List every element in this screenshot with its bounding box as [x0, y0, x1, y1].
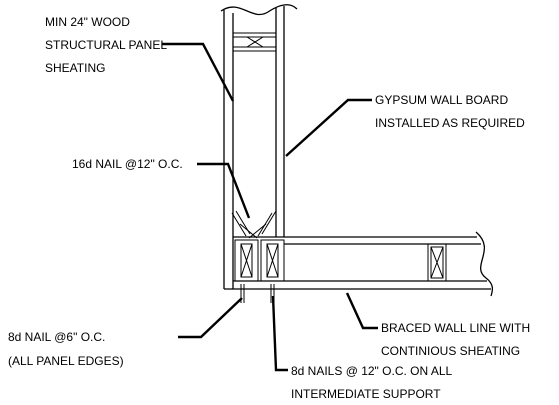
label-braced-wall: BRACED WALL LINE WITH CONTINIOUS SHEATIN… [381, 321, 530, 358]
label-8d-edge: 8d NAIL @6" O.C. (ALL PANEL EDGES) [8, 330, 124, 368]
label-gypsum-line2: INSTALLED AS REQUIRED [375, 116, 525, 130]
corner-stud-2 [260, 239, 285, 282]
label-sheathing-line1: MIN 24" WOOD [45, 15, 130, 29]
horizontal-wall [224, 231, 494, 297]
label-gypsum-line1: GYPSUM WALL BOARD [375, 93, 508, 107]
intermediate-stud [427, 244, 447, 281]
label-8d-edge-line1: 8d NAIL @6" O.C. [8, 330, 105, 344]
nail-16d-corner [231, 210, 277, 239]
leader-gypsum [285, 98, 372, 157]
label-gypsum: GYPSUM WALL BOARD INSTALLED AS REQUIRED [375, 93, 525, 130]
vertical-wall-break-line [220, 4, 298, 16]
leader-8d-edge [178, 297, 243, 339]
label-16d-nail: 16d NAIL @12" O.C. [72, 157, 183, 171]
label-8d-intermediate: 8d NAILS @ 12" O.C. ON ALL INTERMEDIATE … [291, 364, 453, 401]
label-8d-edge-line2: (ALL PANEL EDGES) [8, 354, 124, 368]
leader-16d-nail [197, 162, 251, 219]
leader-braced-wall [345, 292, 378, 330]
label-8d-intermediate-line1: 8d NAILS @ 12" O.C. ON ALL [291, 364, 453, 378]
label-sheathing-line3: SHEATING [45, 61, 105, 75]
vertical-top-blocking [233, 32, 276, 52]
horizontal-wall-break-line [475, 231, 494, 297]
leader-sheathing [162, 42, 235, 102]
label-sheathing: MIN 24" WOOD STRUCTURAL PANEL SHEATING [45, 15, 167, 75]
leader-8d-intermediate [271, 295, 288, 372]
label-8d-intermediate-line2: INTERMEDIATE SUPPORT [291, 387, 441, 401]
label-braced-wall-line1: BRACED WALL LINE WITH [381, 321, 530, 335]
label-sheathing-line2: STRUCTURAL PANEL [45, 38, 167, 52]
label-braced-wall-line2: CONTINIOUS SHEATING [381, 344, 520, 358]
vertical-wall [220, 4, 298, 289]
corner-stud-1 [234, 239, 259, 282]
